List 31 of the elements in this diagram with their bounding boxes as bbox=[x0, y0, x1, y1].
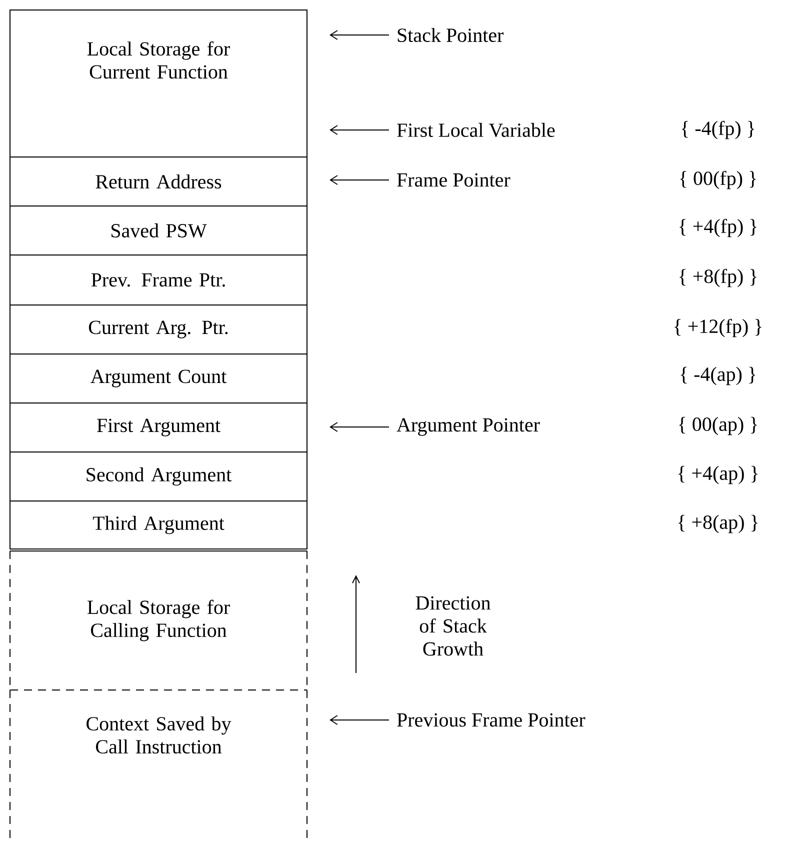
stack-slot: Argument Count bbox=[10, 354, 308, 404]
offset-label: { +8(ap) } bbox=[678, 514, 758, 534]
dashed-stack-box: Context Saved by Call Instruction bbox=[10, 690, 308, 842]
pointer-label: Stack Pointer bbox=[398, 28, 504, 42]
stack-slot: First Argument bbox=[10, 402, 308, 452]
arrow bbox=[330, 125, 390, 135]
offset-label: { 00(ap) } bbox=[679, 416, 757, 436]
stack-slot: Saved PSW bbox=[10, 206, 308, 256]
stack-slot: Current Arg. Ptr. bbox=[10, 304, 308, 354]
stack-slot: Third Argument bbox=[10, 500, 308, 550]
stack-slot: Prev. Frame Ptr. bbox=[10, 254, 308, 306]
arrow bbox=[330, 715, 390, 725]
offset-label: { -4(fp) } bbox=[682, 120, 754, 140]
pointer-label: Previous Frame Pointer bbox=[397, 713, 586, 727]
arrow bbox=[330, 422, 390, 432]
stack-slot: Return Address bbox=[10, 156, 308, 206]
stack-slot: Second Argument bbox=[10, 452, 308, 502]
offset-label: { 00(fp) } bbox=[680, 170, 756, 190]
stack-frame-box: Local Storage for Current Function bbox=[10, 10, 308, 158]
arrow bbox=[330, 175, 390, 185]
offset-label: { +4(fp) } bbox=[680, 218, 756, 238]
pointer-label: Argument Pointer bbox=[396, 418, 540, 436]
direction-label: Direction of Stack Growth bbox=[416, 596, 490, 656]
offset-label: { +4(ap) } bbox=[678, 466, 758, 484]
arrow bbox=[330, 30, 390, 40]
offset-label: { +12(fp) } bbox=[674, 318, 762, 338]
dashed-stack-box: Local Storage for Calling Function bbox=[10, 550, 308, 690]
pointer-label: Frame Pointer bbox=[397, 173, 510, 187]
offset-label: { +8(fp) } bbox=[680, 268, 756, 288]
offset-label: { -4(ap) } bbox=[680, 366, 756, 386]
pointer-label: First Local Variable bbox=[397, 122, 555, 138]
